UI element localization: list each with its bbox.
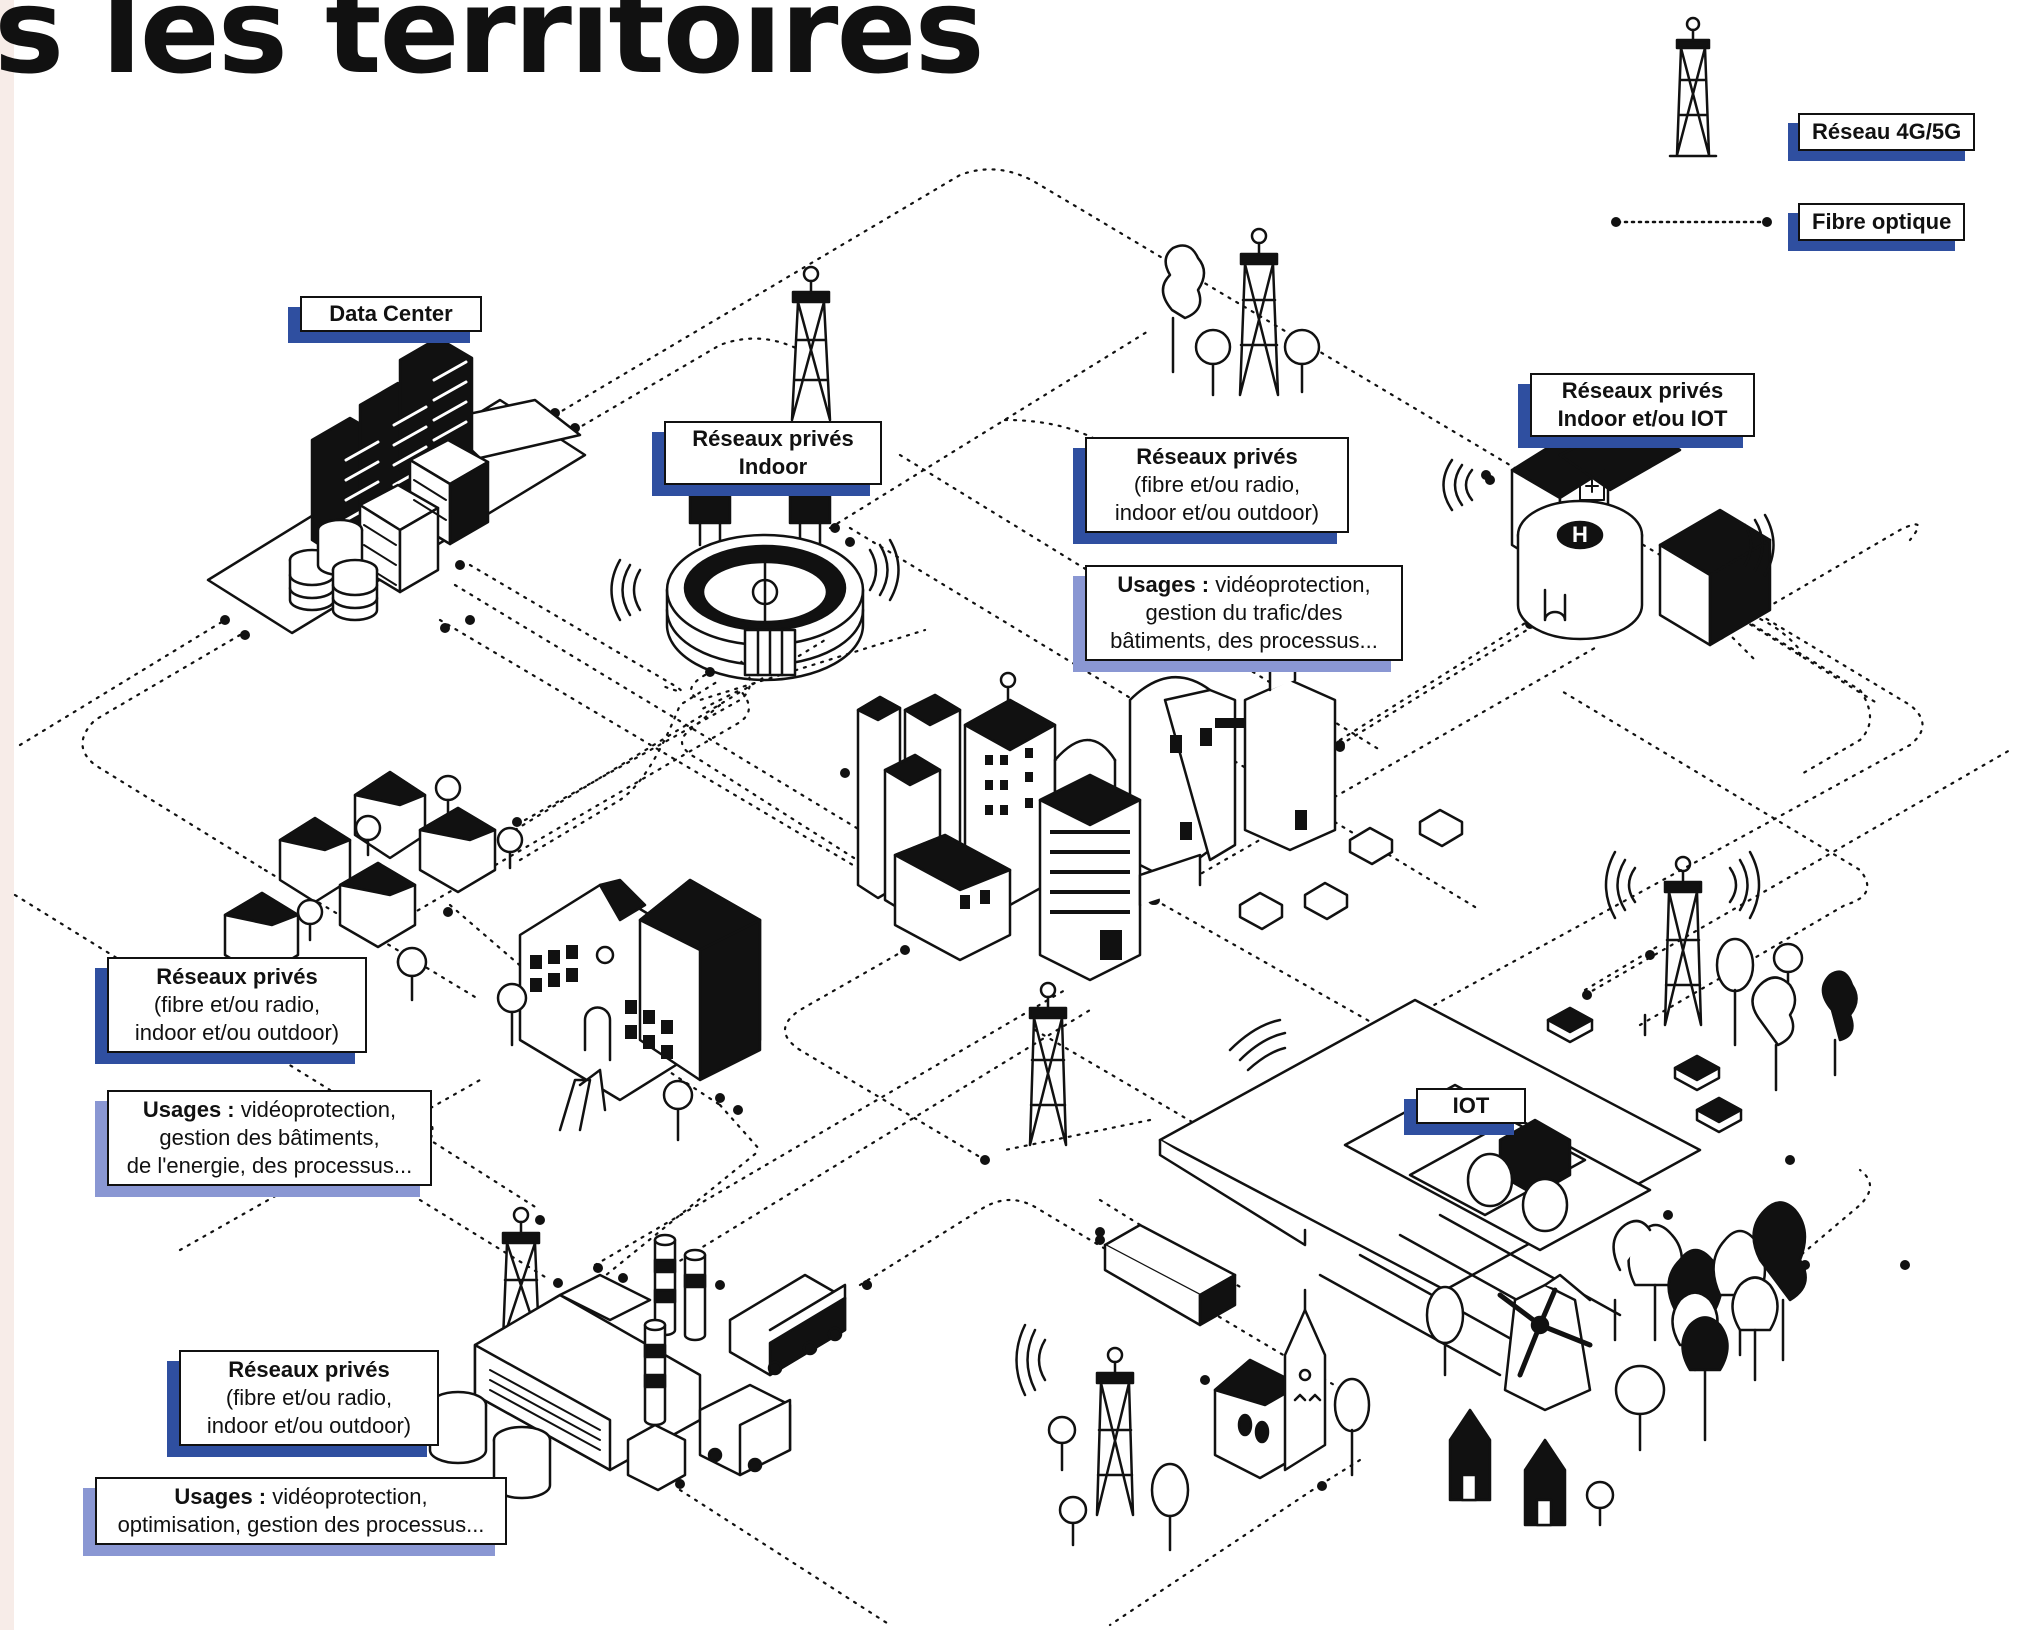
village-houses-illustration xyxy=(223,770,524,1002)
hospital-title-line1: Réseaux privés xyxy=(1561,378,1724,403)
stadium-label: Réseaux privés Indoor xyxy=(664,421,882,485)
iot-farm-illustration xyxy=(1103,998,1743,1377)
city-usages-label: Usages : vidéoprotection, gestion du tra… xyxy=(1085,565,1403,661)
bottom-tower-illustration xyxy=(1015,1323,1190,1552)
city-center-illustration xyxy=(856,653,1337,982)
stadium-illustration xyxy=(610,265,900,682)
windmill-illustration xyxy=(1425,1273,1593,1412)
village-usages-line3: de l'energie, des processus... xyxy=(126,1153,413,1178)
city-usages-prefix: Usages : xyxy=(1117,572,1210,597)
stadium-title-line2: Indoor xyxy=(738,454,808,479)
city-network-label: Réseaux privés (fibre et/ou radio, indoo… xyxy=(1085,437,1349,533)
helipad-sign: H xyxy=(1572,522,1588,547)
factory-usages-prefix: Usages : xyxy=(174,1484,267,1509)
village-usages-label: Usages : vidéoprotection, gestion des bâ… xyxy=(107,1090,432,1186)
data-center-title: Data Center xyxy=(329,301,453,326)
factory-usages-label: Usages : vidéoprotection, optimisation, … xyxy=(95,1477,507,1545)
factory-network-title: Réseaux privés xyxy=(228,1357,390,1382)
middle-tower-illustration xyxy=(1028,981,1287,1147)
stadium-title-line1: Réseaux privés xyxy=(692,426,854,451)
data-center-illustration xyxy=(206,336,587,635)
forest-illustration xyxy=(1612,1201,1807,1452)
page-edge xyxy=(0,0,14,1630)
page-title: s les territoires xyxy=(0,0,985,100)
factory-usages-line2: optimisation, gestion des processus... xyxy=(117,1512,485,1537)
factory-illustration xyxy=(428,1206,847,1500)
city-windows xyxy=(960,718,1307,960)
village-network-title: Réseaux privés xyxy=(156,964,318,989)
hospital-illustration xyxy=(1442,418,1775,647)
village-usages-line2: gestion des bâtiments, xyxy=(159,1125,380,1150)
factory-network-line1: (fibre et/ou radio, xyxy=(225,1385,393,1410)
iot-tower-illustration xyxy=(1604,850,1761,1027)
iot-label: IOT xyxy=(1416,1088,1526,1124)
legend-fiber-label: Fibre optique xyxy=(1798,203,1966,241)
factory-network-line2: indoor et/ou outdoor) xyxy=(206,1413,412,1438)
village-usages-prefix: Usages : xyxy=(142,1097,235,1122)
small-houses-illustration xyxy=(1448,1408,1615,1527)
factory-usages-line1: vidéoprotection, xyxy=(266,1484,428,1509)
hospital-label: Réseaux privés Indoor et/ou IOT xyxy=(1530,373,1755,437)
city-network-title: Réseaux privés xyxy=(1136,444,1298,469)
legend-network-label: Réseau 4G/5G xyxy=(1798,113,1976,151)
city-usages-line2: gestion du trafic/des xyxy=(1145,600,1343,625)
village-usages-line1: vidéoprotection, xyxy=(234,1097,397,1122)
cars xyxy=(1238,808,1464,931)
data-center-label: Data Center xyxy=(300,296,482,332)
village-network-line2: indoor et/ou outdoor) xyxy=(134,1020,340,1045)
school-windows xyxy=(530,945,673,1059)
church-illustration xyxy=(1213,1288,1371,1480)
iot-title: IOT xyxy=(1452,1093,1490,1118)
village-network-line1: (fibre et/ou radio, xyxy=(153,992,321,1017)
legend-tower-icon xyxy=(1668,16,1718,158)
city-network-line2: indoor et/ou outdoor) xyxy=(1114,500,1320,525)
hospital-title-line2: Indoor et/ou IOT xyxy=(1557,406,1728,431)
top-tower-illustration xyxy=(1161,227,1321,397)
village-network-label: Réseaux privés (fibre et/ou radio, indoo… xyxy=(107,957,367,1053)
city-network-line1: (fibre et/ou radio, xyxy=(1133,472,1301,497)
factory-network-label: Réseaux privés (fibre et/ou radio, indoo… xyxy=(179,1350,439,1446)
city-usages-line1: vidéoprotection, xyxy=(1209,572,1371,597)
city-usages-line3: bâtiments, des processus... xyxy=(1110,628,1378,653)
iot-trees xyxy=(1643,937,1858,1092)
legend-fiber-icon xyxy=(1611,217,1772,227)
